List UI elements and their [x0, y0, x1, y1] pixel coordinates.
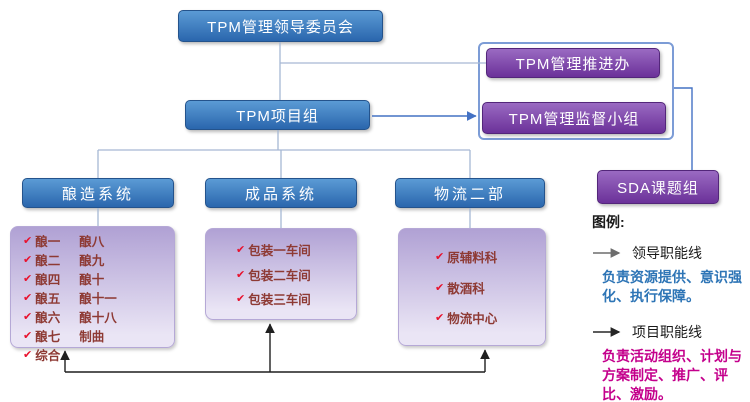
list-item-label: 包装二车间	[248, 268, 311, 283]
list-item: ✔综合	[23, 345, 168, 364]
legend-leader-desc: 负责资源提供、意识强化、执行保障。	[602, 269, 742, 304]
check-icon: ✔	[435, 312, 445, 325]
list-item-label: 物流中心	[447, 312, 498, 327]
list-item: ✔酿七 制曲	[23, 326, 168, 345]
promote-supervise-container	[478, 42, 674, 140]
packing-workshops-panel: ✔包装一车间✔包装二车间✔包装三车间	[205, 228, 357, 320]
legend-project-desc: 负责活动组织、计划与方案制定、推广、评比、激励。	[602, 348, 742, 402]
node-sda-topic-group: SDA课题组	[597, 170, 719, 204]
project-line-arrow-icon	[593, 327, 621, 337]
list-item-label: 酿十	[79, 273, 105, 287]
node-brewing-system: 酿造系统	[22, 178, 174, 208]
check-icon: ✔	[23, 349, 33, 361]
list-item: ✔包装一车间	[236, 240, 352, 259]
check-icon: ✔	[23, 311, 33, 323]
check-icon: ✔	[23, 330, 33, 342]
check-icon: ✔	[236, 244, 246, 257]
check-icon: ✔	[435, 281, 445, 294]
node-tpm-project-team: TPM项目组	[185, 100, 370, 130]
brewing-units-panel: ✔酿一酿八✔酿二酿九✔酿四酿十✔酿五酿十一✔酿六酿十八✔酿七制曲✔综合	[10, 226, 175, 363]
check-icon: ✔	[23, 235, 33, 247]
list-item-label: 酿十一	[79, 292, 117, 306]
line-container-to-sda	[674, 87, 693, 170]
list-item-label: 酿十八	[79, 311, 117, 325]
check-icon: ✔	[23, 273, 33, 285]
legend-project-label: 项目职能线	[632, 324, 702, 340]
list-item: ✔散酒科	[435, 278, 541, 297]
list-item-label: 酿二	[35, 254, 61, 268]
list-item: ✔原辅料科	[435, 247, 541, 266]
node-finished-goods-system: 成品系统	[205, 178, 357, 208]
list-item-label: 包装一车间	[248, 244, 311, 259]
list-item: ✔酿四 酿十	[23, 269, 168, 288]
list-item: ✔酿一 酿八	[23, 231, 168, 250]
check-icon: ✔	[23, 254, 33, 266]
check-icon: ✔	[236, 268, 246, 281]
list-item-label: 酿一	[35, 235, 61, 249]
check-icon: ✔	[236, 292, 246, 305]
list-item: ✔包装二车间	[236, 265, 352, 284]
legend-project-row: 项目职能线	[592, 322, 750, 342]
list-item-label: 酿四	[35, 273, 61, 287]
legend-leader-label: 领导职能线	[632, 245, 702, 261]
node-tpm-committee: TPM管理领导委员会	[178, 10, 383, 42]
list-item: ✔酿六 酿十八	[23, 307, 168, 326]
node-tpm-supervision-group: TPM管理监督小组	[482, 102, 666, 134]
list-item: ✔物流中心	[435, 308, 541, 327]
node-tpm-promotion-office: TPM管理推进办	[486, 48, 660, 78]
list-item: ✔酿二 酿九	[23, 250, 168, 269]
list-item-label: 酿八	[79, 235, 105, 249]
list-item: ✔酿五 酿十一	[23, 288, 168, 307]
list-item-label: 散酒科	[447, 281, 485, 296]
list-item-label: 酿七	[35, 330, 61, 344]
legend-leader-row: 领导职能线	[592, 243, 750, 263]
legend: 图例: 领导职能线 负责资源提供、意识强化、执行保障。	[592, 212, 750, 402]
list-item-label: 包装三车间	[248, 292, 311, 307]
leader-line-arrow-icon	[593, 248, 621, 258]
list-item-label: 制曲	[79, 330, 105, 344]
legend-title: 图例:	[592, 214, 625, 230]
list-item-label: 综合	[35, 349, 61, 363]
list-item-label: 酿六	[35, 311, 61, 325]
list-item-label: 酿九	[79, 254, 105, 268]
check-icon: ✔	[435, 250, 445, 263]
list-item-label: 酿五	[35, 292, 61, 306]
logistics-sections-panel: ✔原辅料科✔散酒科✔物流中心	[398, 228, 546, 346]
list-item-label: 原辅料科	[447, 250, 498, 265]
list-item: ✔包装三车间	[236, 289, 352, 308]
node-logistics-dept2: 物流二部	[395, 178, 545, 208]
check-icon: ✔	[23, 292, 33, 304]
